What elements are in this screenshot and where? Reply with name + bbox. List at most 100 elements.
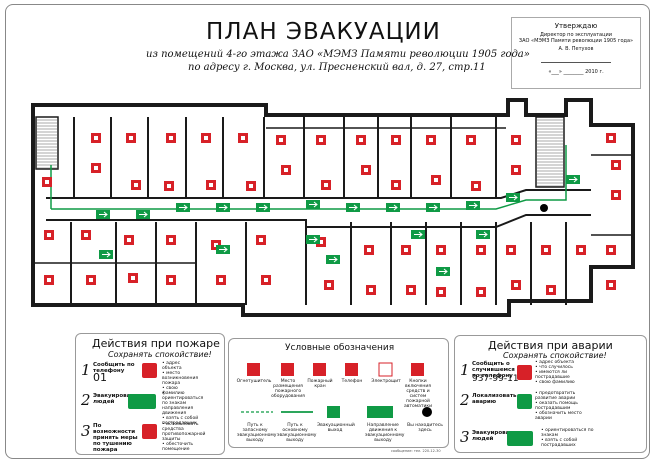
sign-glyph [439, 248, 443, 252]
accident-phone-number: 937-99-11 [472, 374, 519, 384]
legend-label: Эвакуационный выход [317, 423, 355, 433]
extinguisher-sign-icon [142, 424, 157, 439]
bullet: • свою фамилию [535, 380, 575, 385]
sign-glyph [167, 184, 171, 188]
sign-glyph [367, 248, 371, 252]
sign-glyph [209, 183, 213, 187]
arrow-glyph [179, 204, 188, 211]
sign-glyph [47, 233, 51, 237]
sign-glyph [394, 138, 398, 142]
sign-glyph [369, 288, 373, 292]
bullet: • ориентироваться по знакам [541, 428, 594, 438]
sign-glyph [614, 193, 618, 197]
sign-glyph [359, 138, 363, 142]
sign-glyph [327, 283, 331, 287]
sign-glyph [259, 238, 263, 242]
plan-signs [42, 133, 621, 297]
bullet: • взять с собой пострадавших [162, 416, 199, 426]
sign-glyph [469, 138, 473, 142]
sign-glyph [609, 136, 613, 140]
step-number: 2 [81, 391, 91, 409]
exit-sign-icon [327, 406, 340, 418]
approval-heading: Утверждаю [554, 22, 598, 30]
sign-glyph [319, 138, 323, 142]
sign-glyph [479, 248, 483, 252]
sign-glyph [364, 168, 368, 172]
approval-position: Директор по эксплуатации [540, 32, 612, 38]
step-label: Сообщить по телефону [93, 362, 135, 374]
accident-panel-subtitle: Сохранять спокойствие! [503, 351, 607, 360]
bullet: • имеются ли пострадавшие [535, 370, 570, 380]
outer-wall [31, 98, 635, 317]
fire-step-1: 1 Сообщить по телефону 01 • адрес объект… [76, 361, 224, 396]
arrow-glyph [102, 251, 111, 258]
legend-label: Вы находитесь здесь [407, 423, 443, 433]
legend-label: Огнетушитель [236, 379, 272, 384]
bullet: • использовать средства противопожарной … [162, 422, 206, 442]
step-number: 1 [81, 361, 91, 379]
phone-sign-icon [142, 363, 157, 378]
accident-step-1: 1 Сообщить о случившемся по телефону 937… [455, 360, 646, 385]
step-number: 3 [81, 422, 91, 440]
bullet: • адрес объекта [535, 360, 575, 365]
accident-step-2: 2 Локализовать аварию • предотвратить ра… [455, 391, 646, 421]
fire-actions-panel: Действия при пожаре Сохранять спокойстви… [75, 333, 225, 455]
sign-glyph [169, 238, 173, 242]
legend-label: Место размещения пожарного оборудования [271, 379, 305, 399]
extinguisher-icon [247, 363, 260, 376]
approval-name: А. В. Петухов [558, 46, 594, 52]
bullet: • оказать помощь пострадавшим [535, 401, 578, 411]
sign-glyph [479, 290, 483, 294]
legend-label: Телефон [341, 379, 363, 384]
evacuation-plan-sheet: ПЛАН ЭВАКУАЦИИ из помещений 4-го этажа З… [5, 4, 650, 459]
legend-title: Условные обозначения [285, 343, 395, 353]
sign-glyph [47, 278, 51, 282]
sign-glyph [45, 180, 49, 184]
sign-glyph [169, 278, 173, 282]
fire-step-2: 2 Эвакуировать людей • ориентироваться п… [76, 391, 224, 426]
sign-glyph [609, 283, 613, 287]
step-number: 3 [460, 428, 470, 446]
direction-arrow-icon [367, 406, 393, 418]
sign-glyph [474, 184, 478, 188]
legend-label: Направление движения к эвакуационному вы… [365, 423, 405, 443]
sign-glyph [319, 240, 323, 244]
arrow-glyph [389, 204, 398, 211]
sign-glyph [394, 183, 398, 187]
sign-glyph [614, 163, 618, 167]
bullet: • обозначить место аварии [535, 411, 582, 421]
bullet: • свою фамилию [162, 386, 185, 396]
sign-glyph [241, 136, 245, 140]
accident-step-3: 3 Эвакуировать людей • ориентироваться п… [455, 428, 646, 450]
plan-subtitle-line2: по адресу г. Москва, ул. Пресненский вал… [188, 62, 486, 73]
sign-glyph [549, 288, 553, 292]
arrow-glyph [329, 256, 338, 263]
sign-glyph [544, 248, 548, 252]
sign-glyph [514, 283, 518, 287]
sign-glyph [94, 166, 98, 170]
stairwell-box [535, 116, 565, 188]
approval-company: ЗАО «МЭМЗ Памяти революции 1905 года» [518, 38, 634, 44]
sign-glyph [249, 184, 253, 188]
arrow-glyph [259, 204, 268, 211]
floor-plan-walls [31, 98, 635, 317]
you-are-here-marker [540, 204, 548, 212]
credit-note: сообщение: тел. 220-12-30 [391, 449, 441, 453]
sign-glyph [284, 168, 288, 172]
approval-date: «___» ________ 2010 г. [548, 69, 604, 75]
sign-glyph [84, 233, 88, 237]
arrow-glyph [219, 246, 228, 253]
arrow-glyph [309, 236, 318, 243]
step-label: Сообщить о случившемся по телефону [472, 361, 515, 379]
bullet: • ориентироваться по знакам направления … [162, 391, 204, 416]
sign-glyph [204, 136, 208, 140]
sign-glyph [264, 278, 268, 282]
arrow-glyph [349, 204, 358, 211]
sign-glyph [434, 178, 438, 182]
step-number: 2 [460, 391, 470, 409]
legend-label: Пожарный кран [307, 379, 333, 389]
sign-glyph [404, 248, 408, 252]
evacuation-paths [50, 145, 567, 210]
arrow-glyph [479, 231, 488, 238]
